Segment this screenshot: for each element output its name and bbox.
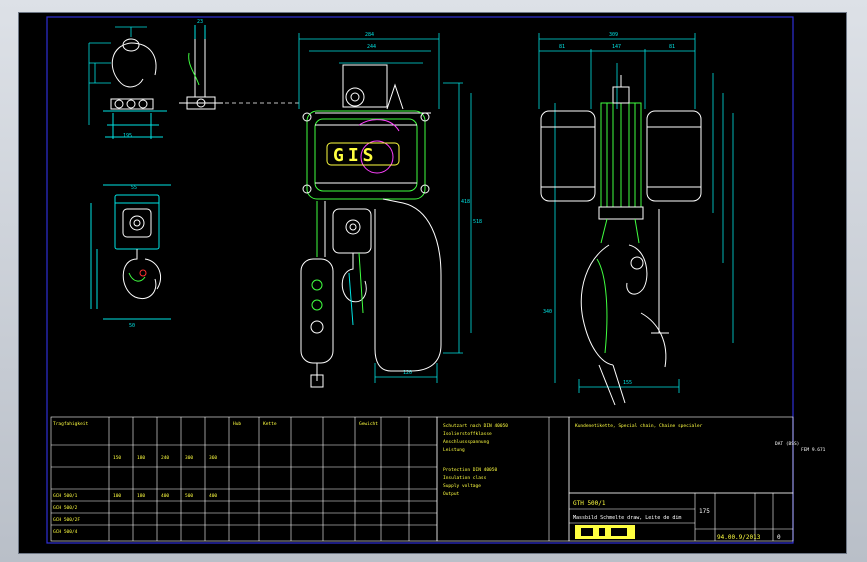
title-code: 94.00.9/2013 bbox=[717, 534, 761, 541]
notes-text: Schutzart nach DIN 40050 Isolierstoffkla… bbox=[443, 423, 826, 497]
table-header-4: Gewicht bbox=[359, 421, 378, 427]
table-cell: 300 bbox=[185, 455, 193, 461]
dim-height-3: 340 bbox=[543, 309, 552, 315]
table-cell: 180 bbox=[137, 455, 145, 461]
hoist-side-dimensions bbox=[538, 33, 734, 393]
table-header-1: Tragfahigkeit bbox=[53, 421, 89, 427]
dim-right-width: 309 bbox=[609, 32, 618, 38]
note-left: Isolierstoffklasse bbox=[443, 431, 492, 437]
note-right: Output bbox=[443, 491, 460, 497]
table-cell: 360 bbox=[209, 455, 217, 461]
table-cell: 240 bbox=[161, 455, 169, 461]
title-block bbox=[568, 492, 794, 542]
note-right: Supply voltage bbox=[443, 483, 481, 489]
dim-bottom-1: 120 bbox=[403, 370, 412, 376]
hoist-front-dimensions bbox=[298, 33, 472, 383]
note-left: Schutzart nach DIN 40050 bbox=[443, 423, 508, 429]
title-desc: Massbild Schmelte draw, Leite de dim bbox=[573, 515, 681, 521]
title-part: GTH 500/1 bbox=[573, 500, 606, 507]
dim-bottom-2: 155 bbox=[623, 380, 632, 386]
dim-right-mid: 147 bbox=[612, 44, 621, 50]
hook-bottom-detail bbox=[90, 184, 171, 320]
note-right: Protection DIN 40050 bbox=[443, 467, 497, 473]
table-cell: 100 bbox=[113, 493, 121, 499]
table-cell: 150 bbox=[113, 455, 121, 461]
dim-side-1: 195 bbox=[123, 133, 132, 139]
hook-top-dimensions bbox=[88, 26, 147, 125]
table-cell: 500 bbox=[185, 493, 193, 499]
table-row-label: GCH 500/2F bbox=[53, 517, 80, 523]
table-row-label: GCH 500/4 bbox=[53, 529, 78, 535]
spec-table-text: Tragfahigkeit Hub Kette Gewicht 150 180 … bbox=[53, 421, 378, 535]
gis-logo: GIS bbox=[326, 142, 400, 166]
hoist-side-body bbox=[540, 75, 702, 406]
dim-side-2: 23 bbox=[197, 19, 203, 25]
dim-inner-width: 244 bbox=[367, 44, 376, 50]
table-row-label: GCH 500/1 bbox=[53, 493, 78, 499]
notes-header: Kundenetikette, Special chain, Chaine sp… bbox=[575, 423, 703, 429]
hoist-front-body bbox=[300, 64, 442, 388]
notes-fem: FEM 9.671 bbox=[801, 447, 826, 453]
notes-right-label: DAT (BSS) bbox=[775, 441, 799, 447]
dim-height-1: 518 bbox=[473, 219, 482, 225]
title-logo-bar bbox=[575, 525, 635, 539]
table-row-label: GCH 500/2 bbox=[53, 505, 78, 511]
note-left: Leistung bbox=[443, 447, 465, 453]
cad-drawing: 195 23 55 50 bbox=[46, 16, 826, 544]
drawing-frame bbox=[46, 16, 794, 544]
dim-right-right: 81 bbox=[669, 44, 675, 50]
table-header-3: Kette bbox=[263, 421, 277, 427]
drawing-canvas[interactable]: 195 23 55 50 bbox=[18, 12, 847, 554]
table-cell: 400 bbox=[161, 493, 169, 499]
note-left: Anschlussspannung bbox=[443, 439, 489, 445]
dim-height-2: 418 bbox=[461, 199, 470, 205]
title-num: 175 bbox=[699, 508, 710, 515]
table-cell: 180 bbox=[137, 493, 145, 499]
table-cell: 400 bbox=[209, 493, 217, 499]
dim-hook-1: 55 bbox=[131, 185, 137, 191]
title-block-text: GTH 500/1 Massbild Schmelte draw, Leite … bbox=[573, 500, 781, 541]
dim-hook-2: 50 bbox=[129, 323, 135, 329]
hook-top-detail bbox=[103, 25, 223, 139]
note-right: Insulation class bbox=[443, 475, 487, 481]
logo-text: GIS bbox=[333, 145, 378, 166]
title-sheet: 0 bbox=[777, 534, 781, 541]
spec-table-grid bbox=[50, 416, 438, 542]
dim-right-left: 81 bbox=[559, 44, 565, 50]
table-header-2: Hub bbox=[233, 421, 241, 427]
dim-top-width: 284 bbox=[365, 32, 374, 38]
